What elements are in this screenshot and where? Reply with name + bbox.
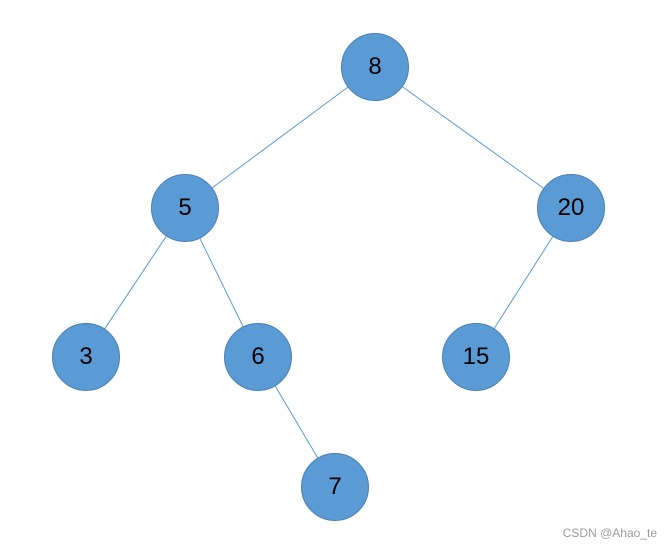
watermark: CSDN @Ahao_te	[562, 526, 657, 540]
tree-node-20: 20	[537, 174, 605, 242]
node-label: 20	[557, 194, 585, 221]
tree-node-8: 8	[341, 33, 409, 101]
node-label: 6	[251, 343, 265, 370]
tree-node-5: 5	[151, 174, 219, 242]
node-label: 7	[328, 473, 342, 500]
edge-n6-n7	[274, 385, 319, 459]
node-label: 5	[178, 194, 192, 221]
edge-n8-n5	[212, 86, 348, 189]
node-label: 3	[79, 343, 93, 370]
tree-node-15: 15	[442, 323, 510, 391]
edge-n20-n15	[493, 236, 554, 329]
edge-n5-n3	[104, 236, 167, 329]
node-label: 8	[368, 53, 382, 80]
node-label: 15	[462, 343, 490, 370]
tree-node-7: 7	[301, 453, 369, 521]
tree-node-3: 3	[52, 323, 120, 391]
edge-n8-n20	[402, 86, 544, 189]
edge-n5-n6	[199, 238, 244, 327]
tree-node-6: 6	[224, 323, 292, 391]
